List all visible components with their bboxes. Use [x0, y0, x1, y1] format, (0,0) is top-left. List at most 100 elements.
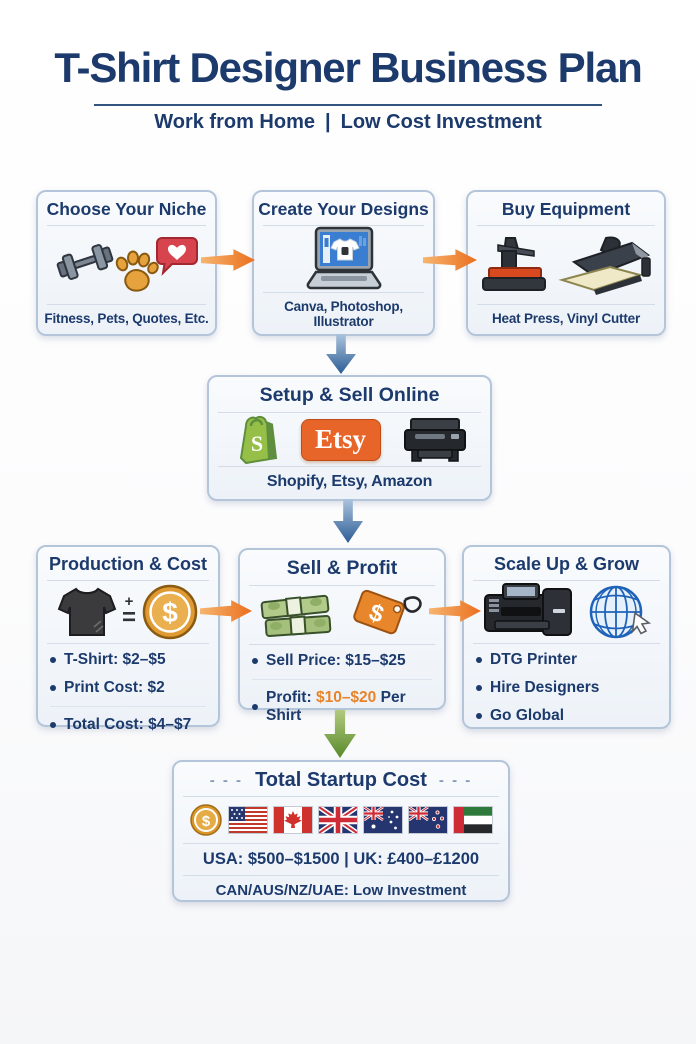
bullet-dot: [50, 685, 56, 691]
subtitle-divider: |: [325, 111, 331, 133]
list-item: DTG Printer: [476, 648, 657, 672]
divider: [473, 580, 660, 581]
globe-cursor-icon: [587, 583, 653, 641]
divider: [50, 706, 206, 707]
dtg-printer-icon: [481, 581, 579, 643]
bullet-dot: [50, 657, 56, 663]
production-list: T-Shirt: $2–$5 Print Cost: $2 Total Cost…: [38, 644, 218, 745]
new-zealand-flag: [408, 806, 448, 834]
box-title: Sell & Profit: [286, 557, 398, 579]
cash-stack-icon: [258, 586, 344, 644]
title-underline: [94, 104, 602, 106]
profit-icons: $: [240, 586, 444, 644]
arrow-sell-online-to-row3: [333, 499, 363, 543]
divider: [47, 225, 206, 226]
dash-decoration: - - -: [438, 772, 473, 789]
tshirt-icon: [57, 585, 117, 639]
step-choose-your-niche: Choose Your Niche: [36, 190, 217, 336]
divider: [47, 580, 209, 581]
bullet-dot: [476, 713, 482, 719]
printer-icon: [403, 416, 467, 464]
divider: [47, 304, 206, 305]
startup-cost-other: CAN/AUS/NZ/UAE: Low Investment: [215, 882, 467, 899]
heart-chat-icon: [154, 235, 200, 277]
divider: [218, 466, 481, 467]
divider: [183, 796, 499, 797]
step-scale-up-grow: Scale Up & Grow: [462, 545, 671, 729]
page-subtitle: Work from Home | Low Cost Investment: [0, 111, 696, 134]
subtitle-left: Work from Home: [154, 111, 315, 133]
bullet-dot: [252, 704, 258, 710]
bullet-dot: [476, 657, 482, 663]
bullet-dot: [476, 685, 482, 691]
arrow-designs-to-sell-online: [326, 334, 356, 374]
etsy-logo: Etsy: [300, 418, 381, 461]
divider: [47, 643, 209, 644]
profit-amount: $10–$20: [315, 689, 377, 706]
subtitle-right: Low Cost Investment: [340, 111, 542, 133]
equipment-icons: [468, 226, 664, 304]
usa-flag: [228, 806, 268, 834]
scale-list: DTG Printer Hire Designers Go Global: [464, 644, 669, 736]
divider: [263, 292, 424, 293]
divider: [183, 875, 499, 876]
price-tag-icon: $: [350, 586, 426, 644]
plus-sign: +: [124, 593, 134, 611]
step-production-cost: Production & Cost + = $: [36, 545, 220, 733]
box-caption: Fitness, Pets, Quotes, Etc.: [44, 311, 209, 326]
list-item: Profit: $10–$20 Per Shirt: [252, 686, 432, 728]
page-title: T-Shirt Designer Business Plan: [54, 44, 642, 91]
niche-icons: [38, 226, 215, 304]
divider: [252, 679, 432, 680]
dollar-coin-icon: $: [141, 583, 199, 641]
step-create-your-designs: Create Your Designs Canva, Photosh: [252, 190, 435, 336]
box-title: Setup & Sell Online: [259, 384, 440, 406]
australia-flag: [363, 806, 403, 834]
box-title: Total Startup Cost: [255, 769, 427, 791]
box-title: Buy Equipment: [501, 199, 631, 219]
shopify-bag-icon: S: [233, 414, 279, 466]
vinyl-press-icon: [556, 234, 656, 296]
heat-press-icon: [476, 235, 552, 295]
scale-icons: [464, 581, 669, 643]
step-buy-equipment: Buy Equipment: [466, 190, 666, 336]
box-title: Choose Your Niche: [46, 199, 207, 219]
uae-flag: [453, 806, 493, 834]
divider: [263, 225, 424, 226]
box-title: Create Your Designs: [258, 199, 429, 219]
step-sell-profit: Sell & Profit: [238, 548, 446, 724]
list-item: T-Shirt: $2–$5: [50, 648, 206, 672]
divider: [249, 644, 435, 645]
list-item: Sell Price: $15–$25: [252, 649, 432, 673]
list-item: Total Cost: $4–$7: [50, 713, 206, 737]
startup-title-row: - - - Total Startup Cost - - -: [174, 762, 508, 796]
box-caption: Heat Press, Vinyl Cutter: [491, 311, 640, 326]
divider: [477, 304, 655, 305]
profit-label: Profit:: [266, 689, 312, 706]
equals-sign: =: [121, 604, 136, 632]
canada-flag: [273, 806, 313, 834]
svg-text:$: $: [202, 813, 211, 830]
dumbbell-icon: [54, 238, 116, 286]
bullet-dot: [50, 722, 56, 728]
svg-text:S: S: [250, 431, 262, 456]
production-icons: + = $: [38, 581, 218, 643]
box-caption: Canva, Photoshop, Illustrator: [284, 299, 403, 329]
laptop-design-icon: [295, 226, 393, 292]
divider: [477, 225, 655, 226]
design-icons: [254, 226, 433, 292]
list-item: Print Cost: $2: [50, 676, 206, 700]
bullet-dot: [252, 658, 258, 664]
step-total-startup-cost: - - - Total Startup Cost - - - $: [172, 760, 510, 902]
step-setup-sell-online: Setup & Sell Online S Etsy: [207, 375, 492, 501]
divider: [183, 843, 499, 844]
sell-online-icons: S Etsy: [209, 413, 490, 466]
startup-cost-usa-uk: USA: $500–$1500 | UK: £400–£1200: [202, 850, 480, 868]
divider: [218, 412, 481, 413]
box-title: Production & Cost: [49, 554, 207, 574]
dash-decoration: - - -: [209, 772, 244, 789]
list-item: Hire Designers: [476, 676, 657, 700]
svg-text:$: $: [162, 597, 178, 628]
divider: [473, 643, 660, 644]
